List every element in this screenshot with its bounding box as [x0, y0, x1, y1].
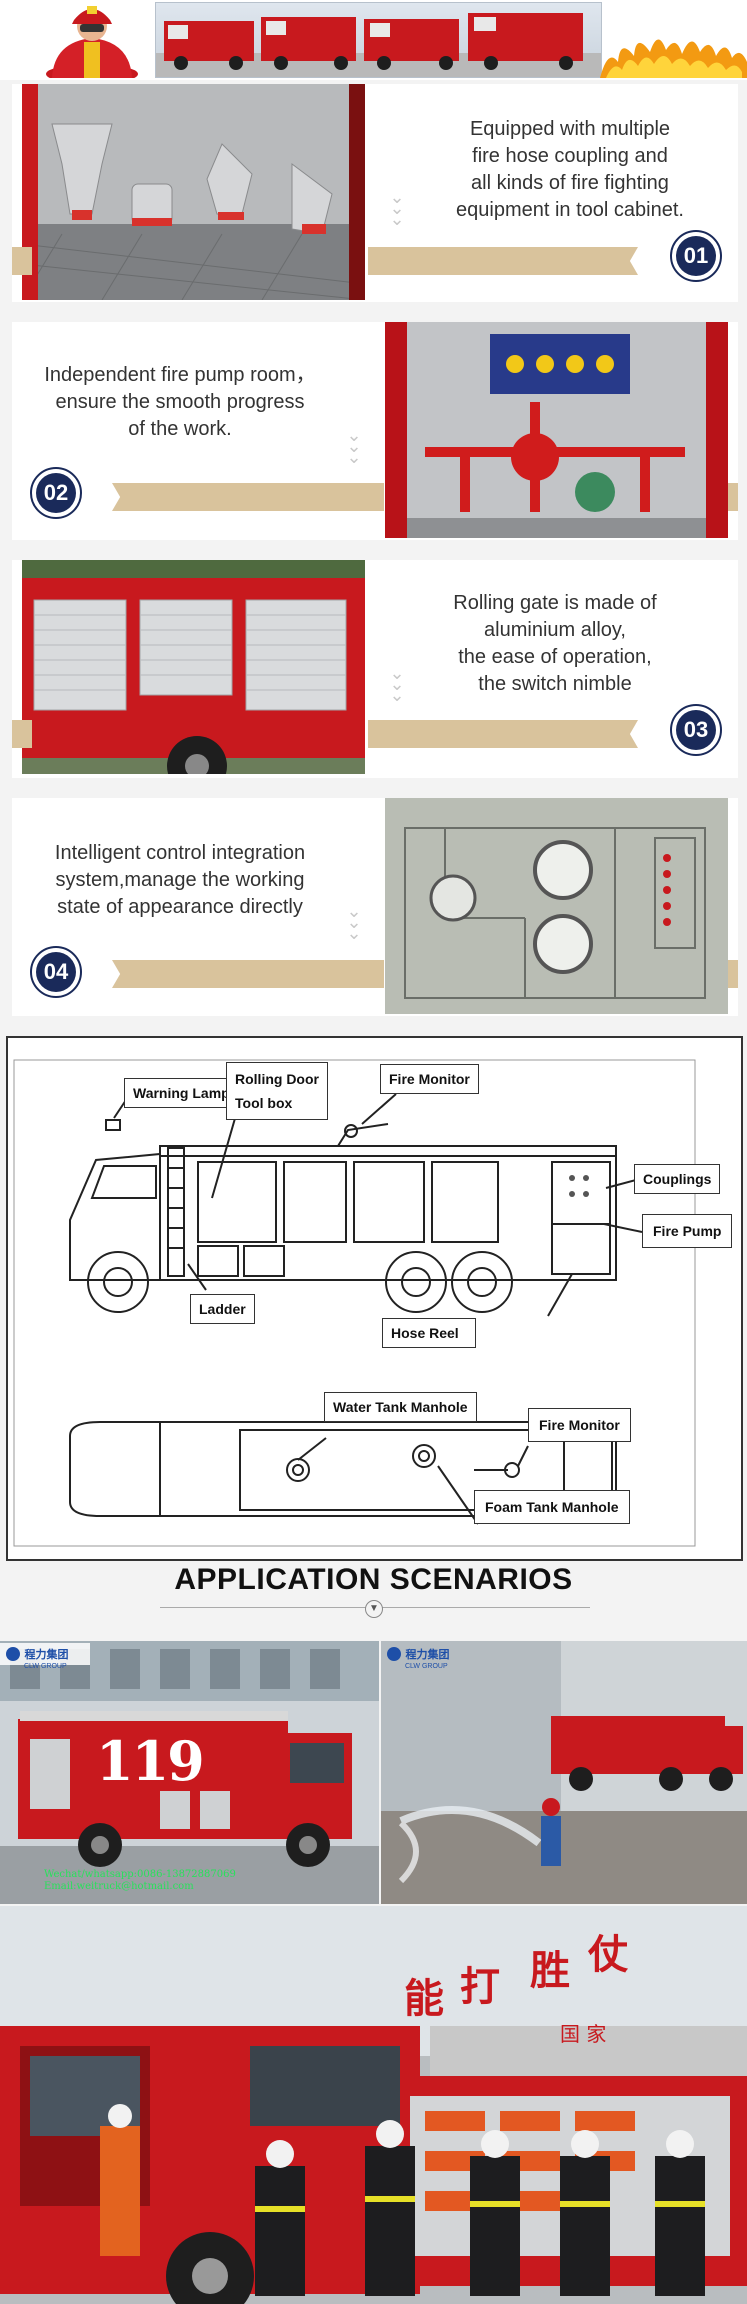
feature-number-badge: 02 — [30, 467, 82, 519]
fire-monitor-bottom-label: Fire Monitor — [528, 1408, 631, 1442]
ladder-label: Ladder — [190, 1294, 255, 1324]
chevron-down-icon: ⌄⌄⌄ — [346, 901, 362, 943]
truck-number: 119 — [96, 1729, 205, 1793]
feature-03-text: Rolling gate is made of aluminium alloy,… — [405, 590, 705, 698]
divider-ornament-icon: ▼ — [365, 1600, 383, 1618]
feature-text-line: the ease of operation, — [458, 646, 652, 668]
accent-bar — [12, 247, 32, 275]
accent-bar — [368, 720, 638, 748]
feature-text-line: all kinds of fire fighting — [471, 172, 669, 194]
scene-spraying-photo: 程力集团 CLW GROUP — [381, 1641, 747, 1904]
feature-text-line: Equipped with multiple — [469, 118, 671, 140]
chevron-down-icon: ⌄⌄⌄ — [389, 187, 405, 229]
feature-text-line: equipment in tool cabinet. — [456, 199, 684, 221]
clw-logo-en: CLW GROUP — [405, 1663, 448, 1670]
rolling-door-label: Rolling Door Tool box — [226, 1062, 328, 1120]
clw-logo: 程力集团 CLW GROUP — [387, 1645, 449, 1670]
feature-number-badge: 03 — [670, 704, 722, 756]
feature-01-text: Equipped with multiple fire hose couplin… — [420, 116, 720, 224]
hose-reel-label: Hose Reel — [382, 1318, 476, 1348]
clw-logo: 程力集团 CLW GROUP — [6, 1645, 68, 1670]
feature-text-line: the switch nimble — [478, 673, 632, 695]
fire-trucks-photo-strip — [155, 2, 602, 78]
feature-text-line: aluminium alloy, — [484, 619, 626, 641]
fire-pump-label: Fire Pump — [642, 1214, 733, 1248]
firefighter-mascot-icon — [46, 6, 138, 78]
feature-text-line: state of appearance directly — [57, 896, 303, 918]
warning-lamp-label: Warning Lamp — [124, 1078, 239, 1108]
slogan-char: 胜 — [530, 1947, 570, 1994]
slogan-char: 仗 — [588, 1931, 628, 1978]
couplings-label: Couplings — [634, 1164, 721, 1194]
fire-monitor-top-label: Fire Monitor — [380, 1064, 479, 1094]
foam-tank-manhole-label: Foam Tank Manhole — [474, 1490, 630, 1524]
clw-logo-icon — [6, 1646, 20, 1661]
accent-bar — [728, 960, 738, 988]
feature-text-line: Intelligent control integration — [54, 842, 306, 864]
watermark-wechat: Wechat/whatsapp:0086-13872887069 — [44, 1869, 236, 1880]
feature-number-badge: 01 — [670, 230, 722, 282]
truck-line-drawing — [13, 1059, 696, 1547]
feature-text-line: of the work. — [128, 418, 232, 440]
contact-watermark: Wechat/whatsapp:0086-13872887069 Email:w… — [44, 1869, 236, 1893]
slogan-char: 能 — [404, 1975, 444, 2022]
clw-logo-cn: 程力集团 — [405, 1648, 450, 1661]
clw-logo-icon — [387, 1646, 401, 1661]
scene-firefighters-photo: 能 打 胜 仗 国 家 — [0, 1906, 747, 2304]
tool-cabinet-photo — [22, 84, 365, 300]
clw-logo-en: CLW GROUP — [24, 1663, 67, 1670]
feature-text-line: Independent fire pump room， — [44, 364, 316, 386]
pump-room-photo — [385, 322, 728, 538]
rolling-door-text: Rolling Door — [235, 1071, 319, 1087]
clw-logo-cn: 程力集团 — [24, 1648, 69, 1661]
feature-text-line: system,manage the working — [55, 869, 305, 891]
feature-number-badge: 04 — [30, 946, 82, 998]
accent-bar — [112, 960, 384, 988]
feature-text-line: fire hose coupling and — [472, 145, 668, 167]
chevron-down-icon: ⌄⌄⌄ — [346, 425, 362, 467]
control-panel-photo — [385, 798, 728, 1014]
truck-structure-diagram: Warning Lamp Rolling Door Tool box Fire … — [6, 1036, 743, 1561]
feature-04-text: Intelligent control integration system,m… — [30, 840, 330, 921]
water-tank-manhole-label: Water Tank Manhole — [324, 1392, 477, 1422]
application-scenarios-title: APPLICATION SCENARIOS — [174, 1563, 573, 1596]
feature-text-line: ensure the smooth progress — [55, 391, 305, 413]
slogan-char: 打 — [460, 1963, 500, 2010]
feature-text-line: Rolling gate is made of — [453, 592, 657, 614]
accent-bar — [112, 483, 384, 511]
accent-bar — [728, 483, 738, 511]
chevron-down-icon: ⌄⌄⌄ — [389, 663, 405, 705]
flame-icon — [600, 39, 747, 78]
rolling-gate-photo — [22, 560, 365, 774]
sign-small-text: 国 家 — [560, 2022, 607, 2046]
accent-bar — [368, 247, 638, 275]
scene-truck-119-photo: 119 程力集团 CLW GROUP Wechat/whatsapp:0086-… — [0, 1641, 379, 1904]
tool-box-text: Tool box — [235, 1095, 293, 1111]
accent-bar — [12, 720, 32, 748]
watermark-email: Email:weitruck@hotmail.com — [44, 1881, 194, 1892]
feature-02-text: Independent fire pump room， ensure the s… — [30, 362, 330, 443]
